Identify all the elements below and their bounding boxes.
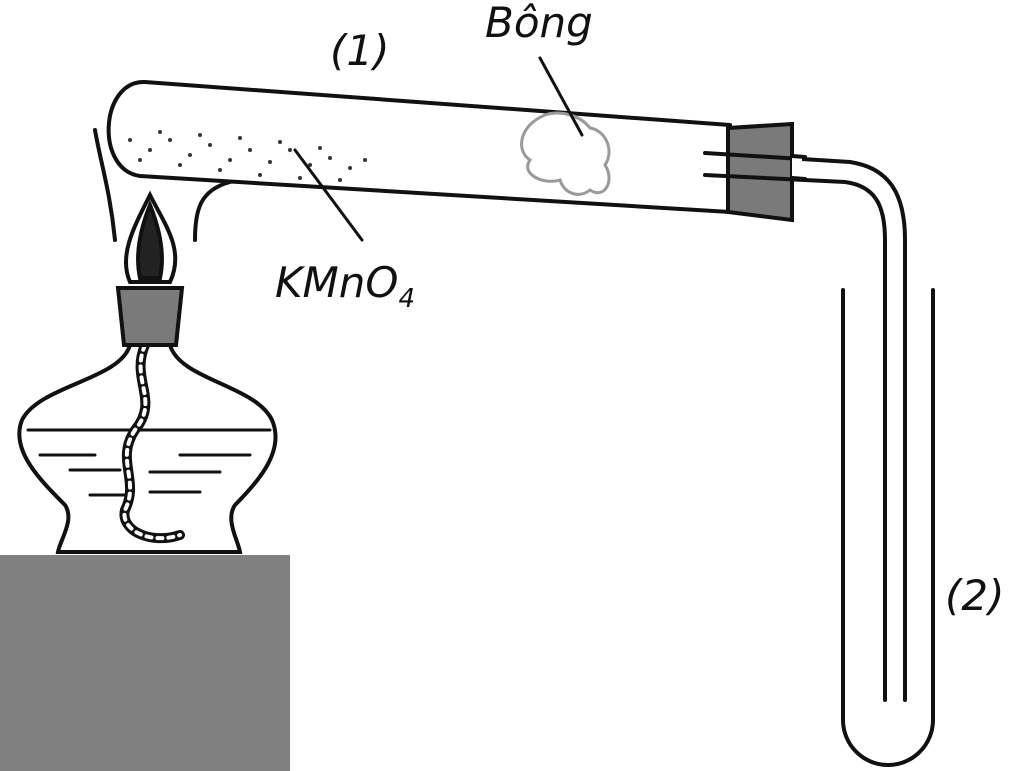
cotton-plug <box>520 111 611 196</box>
cotton-label: Bông <box>485 0 593 47</box>
cotton-pointer <box>538 56 584 137</box>
wick-holder <box>115 286 185 347</box>
support-block <box>0 555 290 771</box>
test-tube-1 <box>106 79 732 214</box>
test-tube-2 <box>841 288 935 767</box>
kmno4-label: KMnO4 <box>275 262 416 314</box>
tube-support-neck <box>93 128 232 242</box>
kmno4-main: KMnO <box>275 258 399 307</box>
kmno4-pointer <box>293 148 364 242</box>
tube-1-label: (1) <box>330 26 390 75</box>
kmno4-subscript: 4 <box>398 284 416 314</box>
kmno4-powder <box>128 130 367 182</box>
delivery-tube <box>703 151 907 702</box>
lamp-liquid-lines <box>26 428 272 497</box>
alcohol-lamp <box>17 343 278 554</box>
rubber-stopper <box>726 121 794 223</box>
tube-2-label: (2) <box>945 571 1005 620</box>
